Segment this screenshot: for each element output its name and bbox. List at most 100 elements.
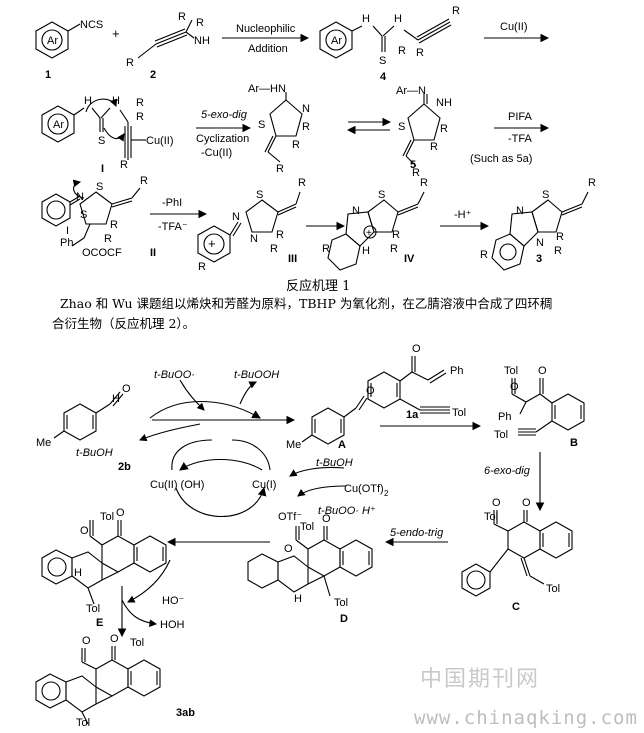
r3-label-2: R [196, 17, 204, 29]
compound-2b-label: 2b [118, 461, 131, 473]
hoh-label: HOH [160, 619, 185, 631]
label-such-as-5a: (Such as 5a) [470, 153, 532, 165]
r-label-III: R [198, 261, 206, 273]
scheme-1-labels: Ar NCS + R R NH R Nucleophilic Addition … [45, 5, 596, 273]
nh2-label: NH [194, 35, 210, 47]
cu-ii-oh-label: Cu(II) (OH) [150, 479, 204, 491]
arrow-ho-to-hoh [121, 599, 158, 627]
o-label-B-1: O [510, 381, 519, 393]
label-5-exo-dig: 5-exo-dig [201, 109, 248, 121]
o-label-E-1: O [80, 525, 89, 537]
h-label-Ia: H [84, 95, 92, 107]
product-3 [491, 191, 589, 271]
nh-label-5: NH [436, 97, 452, 109]
ph-label-1a: Ph [450, 365, 463, 377]
cu-otf-subscript: 2 [384, 489, 389, 498]
plus-label-III: + [208, 236, 216, 251]
o-label-B-2: O [538, 365, 547, 377]
intermediate-IV-label: IV [404, 253, 415, 265]
scheme-2-labels: t-BuOO· t-BuOOH Me O H t-BuOH 2b Me O A … [36, 343, 578, 729]
r1-label-thiazoline: R [276, 163, 284, 175]
n-label-3b: N [536, 237, 544, 249]
compound-2b [53, 391, 124, 441]
s-label-3: S [542, 189, 549, 201]
compound-4-label: 4 [380, 71, 387, 83]
ar-label-1: Ar [47, 35, 58, 47]
tol-label-C-top: Tol [484, 511, 498, 523]
arrow-to-tbuooh [239, 381, 257, 405]
o-label-C-2: O [522, 497, 531, 509]
o-label-E-2: O [116, 507, 125, 519]
cu-cycle-top [179, 458, 263, 471]
r3-label-5: R [430, 141, 438, 153]
h-label-2b: H [112, 393, 120, 405]
label-nucleophilic: Nucleophilic [236, 23, 296, 35]
compound-2 [137, 19, 195, 59]
label-cu-ii: Cu(II) [500, 21, 528, 33]
ph-label-B: Ph [498, 411, 511, 423]
r2-label-I: R [136, 97, 144, 109]
h-label-4a: H [362, 13, 370, 25]
r1-label-I: R [120, 159, 128, 171]
s-label-I: S [98, 135, 105, 147]
tol-label-B: Tol [494, 429, 508, 441]
n-label-3: N [516, 205, 524, 217]
o-label-1a: O [412, 343, 421, 355]
r2-label-II: R [110, 219, 118, 231]
r1-label-4: R [452, 5, 460, 17]
watermark-cn: 中国期刊网 [420, 667, 540, 692]
compound-B [511, 378, 585, 436]
compound-1 [35, 21, 81, 59]
n-label-III-ring: N [250, 233, 258, 245]
r1-label-2: R [126, 57, 134, 69]
product-3-label: 3 [536, 253, 542, 265]
i-label-II: I [66, 225, 69, 237]
s-label-5: S [398, 121, 405, 133]
intermediate-II [41, 179, 141, 247]
ncs-label: NCS [80, 19, 103, 31]
s-label-thiazoline: S [258, 119, 265, 131]
s-label-4: S [379, 55, 386, 67]
n-label-III: N [232, 211, 240, 223]
r3-label-IV: R [390, 243, 398, 255]
scheme-1 [35, 18, 589, 271]
compound-A [301, 395, 368, 445]
ho-anion-label: HO⁻ [162, 595, 185, 607]
r3-label-thiazoline: R [292, 139, 300, 151]
r3-label-4: R [398, 45, 406, 57]
tol-label-D-top: Tol [300, 521, 314, 533]
r3-label-II: R [104, 233, 112, 245]
h-label-Ib: H [112, 95, 120, 107]
intermediate-I [41, 98, 146, 160]
arrow-tbuoh-to-cui [289, 466, 345, 477]
ar-label-4: Ar [331, 35, 342, 47]
compound-4 [319, 18, 452, 59]
cu-cycle-lower [175, 486, 267, 518]
tol-label-1a: Tol [452, 407, 466, 419]
tol-label-E-top: Tol [100, 511, 114, 523]
r3-label-I: R [136, 111, 144, 123]
cu-cycle-upper-right [231, 439, 271, 471]
label-addition: Addition [248, 43, 288, 55]
ar-hn-label: Ar—HN [248, 83, 286, 95]
tol-label-E: Tol [86, 603, 100, 615]
scheme-1-caption: 反应机理 1 [286, 278, 350, 294]
r2-label-thiazoline: R [302, 121, 310, 133]
compound-D [247, 526, 373, 597]
label-6-exo-dig: 6-exo-dig [484, 465, 531, 477]
r-label-IV: R [322, 243, 330, 255]
compound-D-label: D [340, 613, 348, 625]
arrow-from-tbuoo [179, 379, 205, 411]
r2-label-2: R [178, 11, 186, 23]
label-minus-h: -H⁺ [454, 209, 472, 221]
paragraph-line-1: Zhao 和 Wu 课题组以烯炔和芳醛为原料，TBHP 为氧化剂，在乙腈溶液中合… [60, 296, 552, 311]
arrow-cuotf-to-cui [297, 485, 347, 497]
compound-E [41, 520, 167, 605]
intermediate-IV [327, 191, 425, 271]
compound-1a [367, 356, 450, 414]
product-3ab [35, 646, 161, 725]
o-label-2b: O [122, 383, 131, 395]
label-cyclization: Cyclization [196, 133, 249, 145]
intermediate-I-label: I [101, 163, 104, 175]
